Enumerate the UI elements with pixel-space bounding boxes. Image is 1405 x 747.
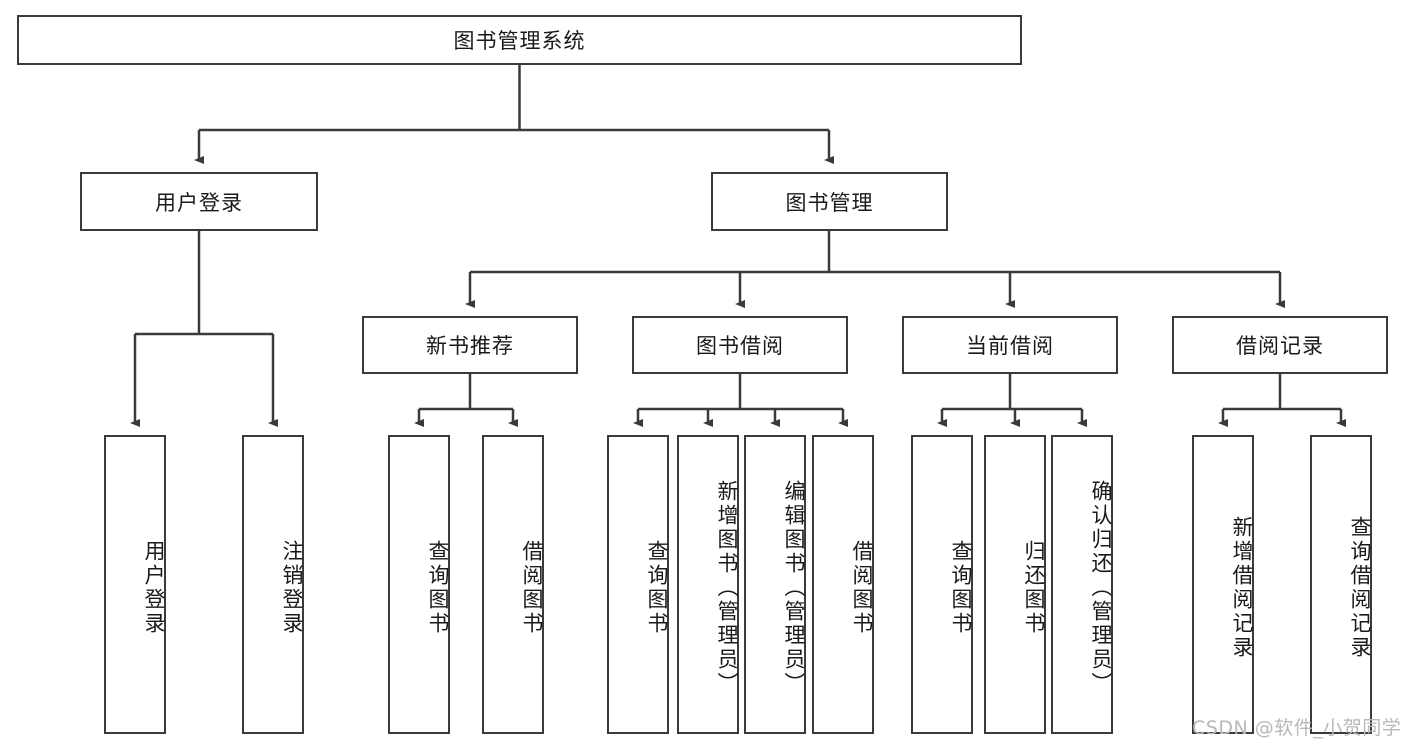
node-leaf-borrow-book-2-label: 借阅图书 <box>850 539 874 636</box>
node-leaf-return-book[interactable]: 归还图书 <box>984 435 1046 734</box>
node-leaf-borrow-book-1-label: 借阅图书 <box>520 539 544 636</box>
node-leaf-confirm-return-label: 确认归还（管理员） <box>1089 479 1113 696</box>
node-leaf-query-book-1[interactable]: 查询图书 <box>388 435 450 734</box>
node-current-borrow[interactable]: 当前借阅 <box>902 316 1118 374</box>
node-leaf-user-logout[interactable]: 注销登录 <box>242 435 304 734</box>
node-leaf-edit-book[interactable]: 编辑图书（管理员） <box>744 435 806 734</box>
node-leaf-confirm-return[interactable]: 确认归还（管理员） <box>1051 435 1113 734</box>
node-borrow-record-label: 借阅记录 <box>1236 334 1324 358</box>
node-leaf-borrow-book-1[interactable]: 借阅图书 <box>482 435 544 734</box>
node-leaf-query-record-label: 查询借阅记录 <box>1348 515 1372 660</box>
node-leaf-user-login[interactable]: 用户登录 <box>104 435 166 734</box>
node-leaf-user-login-label: 用户登录 <box>142 539 166 636</box>
node-leaf-query-book-1-label: 查询图书 <box>426 539 450 636</box>
node-leaf-user-logout-label: 注销登录 <box>280 539 304 636</box>
node-leaf-edit-book-label: 编辑图书（管理员） <box>782 479 806 696</box>
node-root[interactable]: 图书管理系统 <box>17 15 1022 65</box>
node-leaf-borrow-book-2[interactable]: 借阅图书 <box>812 435 874 734</box>
node-leaf-return-book-label: 归还图书 <box>1022 539 1046 636</box>
node-user-login-label: 用户登录 <box>155 190 243 215</box>
node-leaf-add-book-label: 新增图书（管理员） <box>715 479 739 696</box>
node-book-manage[interactable]: 图书管理 <box>711 172 948 231</box>
watermark: CSDN @软件_小贺同学 <box>1192 717 1402 739</box>
node-borrow-record[interactable]: 借阅记录 <box>1172 316 1388 374</box>
node-book-manage-label: 图书管理 <box>785 190 874 215</box>
node-root-label: 图书管理系统 <box>453 29 586 53</box>
node-leaf-query-record[interactable]: 查询借阅记录 <box>1310 435 1372 734</box>
node-new-book-rec-label: 新书推荐 <box>426 334 514 358</box>
node-leaf-add-record[interactable]: 新增借阅记录 <box>1192 435 1254 734</box>
node-leaf-query-book-3[interactable]: 查询图书 <box>911 435 973 734</box>
node-leaf-query-book-3-label: 查询图书 <box>949 539 973 636</box>
node-current-borrow-label: 当前借阅 <box>966 334 1054 358</box>
node-book-borrow[interactable]: 图书借阅 <box>632 316 848 374</box>
node-leaf-add-book[interactable]: 新增图书（管理员） <box>677 435 739 734</box>
node-leaf-query-book-2-label: 查询图书 <box>645 539 669 636</box>
node-book-borrow-label: 图书借阅 <box>696 334 784 358</box>
node-user-login[interactable]: 用户登录 <box>80 172 318 231</box>
node-leaf-query-book-2[interactable]: 查询图书 <box>607 435 669 734</box>
node-new-book-rec[interactable]: 新书推荐 <box>362 316 578 374</box>
node-leaf-add-record-label: 新增借阅记录 <box>1230 515 1254 660</box>
